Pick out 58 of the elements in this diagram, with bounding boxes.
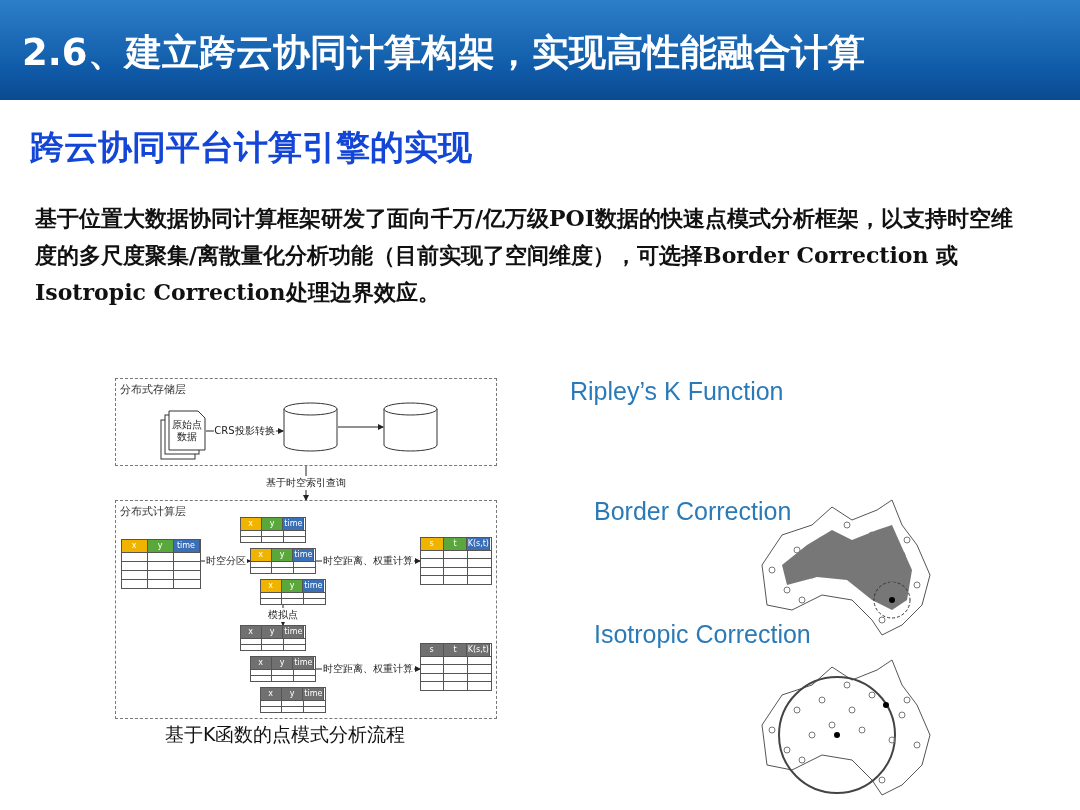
column-header: x	[260, 687, 282, 700]
column-header: t	[443, 537, 468, 550]
layer-panel	[115, 378, 497, 466]
column-header: time	[173, 539, 200, 552]
database-cylinder	[382, 401, 438, 452]
column-header: y	[261, 517, 284, 530]
data-table	[419, 536, 492, 585]
edge-label: 时空距离、权重计算	[322, 662, 414, 676]
data-table	[120, 538, 201, 589]
column-header: K(s,t)	[467, 537, 491, 550]
column-header: x	[250, 548, 272, 561]
column-header: time	[293, 548, 315, 561]
edge-label: CRS投影转换	[213, 424, 276, 438]
data-table	[419, 642, 492, 691]
column-header: y	[281, 687, 304, 700]
data-table	[249, 547, 316, 574]
layer-title: 分布式存储层	[120, 382, 186, 397]
column-header: time	[293, 656, 315, 669]
column-header: s	[420, 643, 444, 656]
database-cylinder	[282, 401, 338, 452]
data-table	[239, 624, 306, 651]
column-header: y	[281, 579, 304, 592]
layer-panel	[115, 500, 497, 719]
column-header: x	[121, 539, 148, 552]
arrow	[337, 424, 384, 430]
data-table	[249, 655, 316, 682]
column-header: time	[303, 579, 325, 592]
edge-label: 时空距离、权重计算	[322, 554, 414, 568]
edge-label: 基于时空索引查询	[265, 476, 347, 490]
column-header: s	[420, 537, 444, 550]
edge-label: 时空分区	[204, 554, 247, 568]
figure-caption: 基于K函数的点模式分析流程	[165, 722, 406, 747]
column-header: x	[260, 579, 282, 592]
edge-label: 模拟点	[267, 608, 299, 622]
column-header: t	[443, 643, 468, 656]
description-paragraph: 基于位置大数据协同计算框架研发了面向千万/亿万级POI数据的快速点模式分析框架，以支持时空维度的多尺度聚集/离散量化分析功能（目前实现了空间维度），可选择Border Correction 或Isotropic Correction处理边界效应。	[35, 204, 1015, 307]
column-header: y	[261, 625, 284, 638]
column-header: time	[303, 687, 325, 700]
column-header: K(s,t)	[467, 643, 491, 656]
column-header: x	[250, 656, 272, 669]
column-header: y	[271, 656, 294, 669]
document-stack	[159, 409, 206, 460]
slide-title: 2.6、建立跨云协同计算构架，实现高性能融合计算	[22, 30, 865, 76]
column-header: x	[240, 517, 262, 530]
data-table	[259, 578, 326, 605]
column-header: y	[147, 539, 174, 552]
column-header: time	[283, 625, 305, 638]
correction-heading: Border Correction	[594, 497, 792, 526]
layer-title: 分布式计算层	[120, 504, 186, 519]
function-heading: Ripley’s K Function	[570, 377, 784, 406]
section-heading: 跨云协同平台计算引擎的实现	[30, 126, 472, 169]
column-header: x	[240, 625, 262, 638]
correction-heading: Isotropic Correction	[594, 620, 811, 649]
column-header: time	[283, 517, 305, 530]
data-table	[239, 516, 306, 543]
column-header: y	[271, 548, 294, 561]
data-table	[259, 686, 326, 713]
document-label: 原始点数据	[170, 418, 203, 443]
